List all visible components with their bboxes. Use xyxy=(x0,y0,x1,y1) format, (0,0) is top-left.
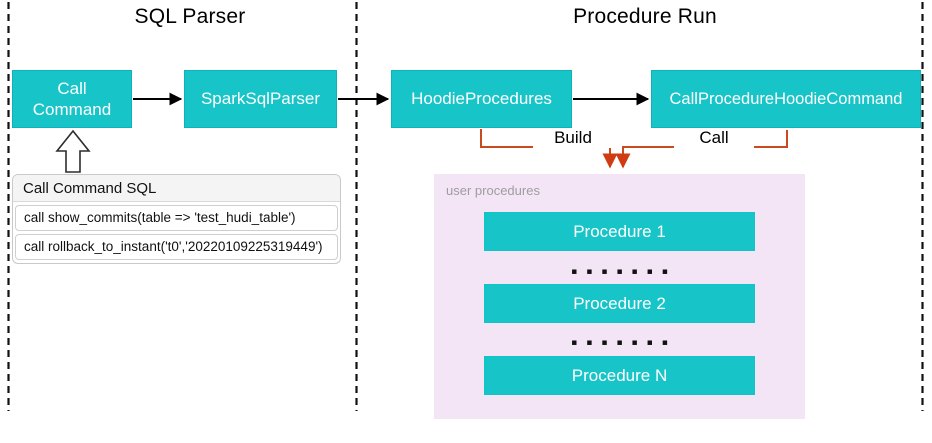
sql-example-row: call rollback_to_instant('t0','202201092… xyxy=(15,234,338,260)
node-procedure-2: Procedure 2 xyxy=(484,284,755,323)
ellipsis-dots: ▪▪▪▪▪▪▪ xyxy=(571,338,677,348)
ellipsis-dots: ▪▪▪▪▪▪▪ xyxy=(571,267,677,277)
sql-example-table: Call Command SQL call show_commits(table… xyxy=(12,174,341,264)
section-title-sql-parser: SQL Parser xyxy=(134,5,246,28)
user-procedures-panel: user procedures Procedure 1 ▪▪▪▪▪▪▪ Proc… xyxy=(434,174,805,419)
hollow-up-arrow-icon xyxy=(55,129,91,173)
user-procedures-label: user procedures xyxy=(446,183,540,198)
sql-example-row: call show_commits(table => 'test_hudi_ta… xyxy=(15,205,338,231)
node-hoodieprocedures: HoodieProcedures xyxy=(391,70,572,128)
node-procedure-1: Procedure 1 xyxy=(484,212,755,251)
node-sparksqlparser: SparkSqlParser xyxy=(184,70,337,128)
node-procedure-n: Procedure N xyxy=(484,356,755,395)
node-callprocedurehoodiecommand: CallProcedureHoodieCommand xyxy=(651,70,921,128)
node-call-command: Call Command xyxy=(12,70,132,128)
section-title-procedure-run: Procedure Run xyxy=(573,5,717,28)
sql-table-header: Call Command SQL xyxy=(13,175,340,202)
edge-label-call: Call xyxy=(674,128,754,148)
edge-label-build: Build xyxy=(533,128,613,148)
